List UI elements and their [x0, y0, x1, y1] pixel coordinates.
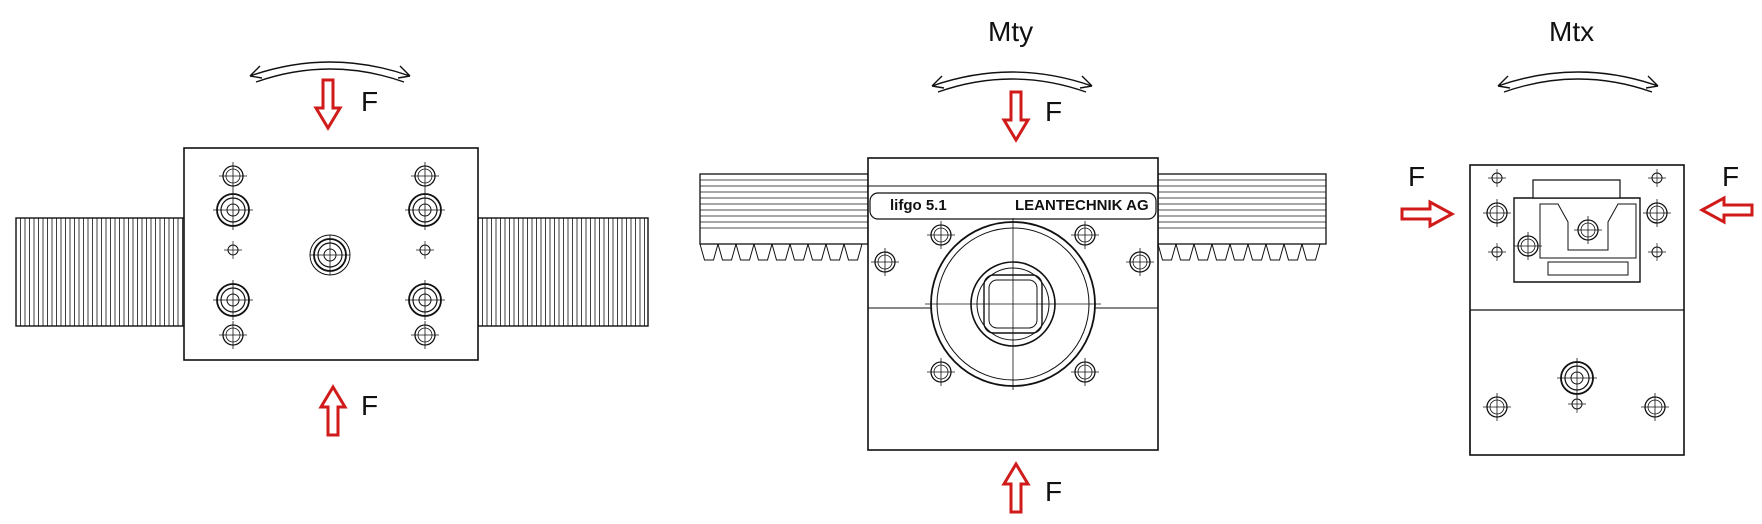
force-label: F — [361, 86, 379, 117]
rack-left — [15, 217, 185, 327]
force-arrow-down-icon — [1002, 90, 1030, 142]
moment-y-label: Mty — [988, 16, 1034, 47]
force-label: F — [1045, 476, 1063, 507]
brand-label: LEANTECHNIK AG — [1015, 197, 1149, 214]
force-arrow-up-icon — [319, 385, 347, 437]
force-label: F — [361, 390, 379, 421]
rack-teeth — [1157, 243, 1321, 261]
force-label: F — [1722, 161, 1740, 192]
view-top — [15, 61, 649, 437]
force-arrow-right-icon — [1400, 200, 1454, 228]
rack-teeth — [699, 243, 863, 261]
force-label: F — [1045, 96, 1063, 127]
model-label: lifgo 5.1 — [890, 197, 947, 214]
force-arrow-down-icon — [314, 78, 342, 130]
view-side — [1400, 71, 1754, 456]
view-front — [699, 71, 1327, 514]
moment-arrow-icon — [1497, 71, 1659, 93]
force-arrow-up-icon — [1002, 462, 1030, 514]
rack-front-left — [699, 173, 869, 261]
moment-x-label: Mtx — [1549, 16, 1595, 47]
force-label: F — [1408, 161, 1426, 192]
force-arrow-left-icon — [1700, 196, 1754, 224]
moment-arrow-icon — [931, 71, 1093, 93]
rack-right — [477, 217, 649, 327]
rack-front-right — [1157, 173, 1327, 261]
